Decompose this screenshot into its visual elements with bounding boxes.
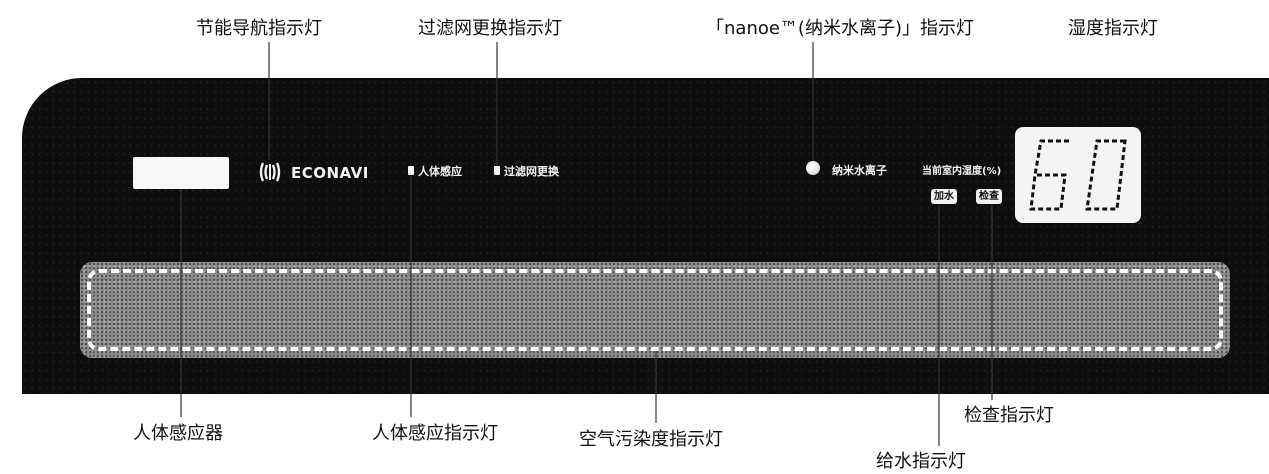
callout-human-sensor: 人体感应器	[133, 423, 223, 444]
callout-check-led: 检查指示灯	[964, 405, 1054, 426]
filter-replace-label: 过滤网更换	[504, 165, 559, 178]
human-sensor-window	[133, 157, 229, 189]
econavi-brand: ECONAVI	[291, 164, 369, 182]
filter-replace-led	[494, 166, 500, 175]
air-pollution-bar	[80, 262, 1230, 358]
econavi-icon	[259, 162, 281, 182]
callout-econavi-led: 节能导航指示灯	[196, 18, 322, 39]
humidity-display	[1015, 127, 1141, 223]
nanoe-led	[806, 161, 820, 175]
humidity-digits	[1029, 139, 1127, 211]
human-sense-label: 人体感应	[418, 165, 462, 178]
air-pollution-bar-outline	[87, 269, 1223, 351]
callout-nanoe-led: 「nanoe™(纳米水离子)」指示灯	[706, 18, 974, 39]
callout-air-pollution-led: 空气污染度指示灯	[579, 429, 723, 450]
callout-water-led: 给水指示灯	[876, 451, 966, 472]
check-led: 检查	[976, 189, 1002, 204]
callout-humidity-led: 湿度指示灯	[1068, 18, 1158, 39]
nanoe-label: 纳米水离子	[832, 164, 887, 177]
add-water-led: 加水	[931, 189, 957, 204]
current-humidity-label: 当前室内湿度(%)	[922, 166, 1002, 177]
callout-filter-led: 过滤网更换指示灯	[418, 18, 562, 39]
callout-human-sensor-led: 人体感应指示灯	[372, 423, 498, 444]
human-sense-led	[408, 166, 414, 175]
